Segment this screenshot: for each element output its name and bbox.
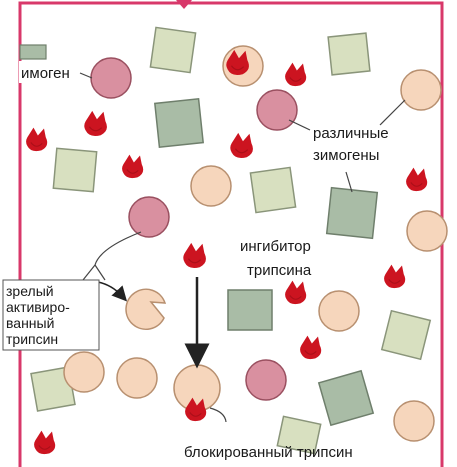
inhibitor-label: трипсина [247, 262, 312, 279]
inhibitor-icon [285, 63, 306, 86]
zymogen-square [53, 148, 96, 191]
zymogen-circle [246, 360, 286, 400]
trypsinogen-circle [394, 401, 434, 441]
inhibitor-icon [122, 155, 143, 178]
trypsinogen-circle [401, 70, 441, 110]
activation-arrow [98, 282, 122, 296]
zymogen-label: имоген [21, 65, 70, 82]
mature-trypsin-label: зрелый [6, 283, 54, 299]
zymogen-circle [91, 58, 131, 98]
inhibitor-icon [406, 168, 427, 191]
inhibitor-icon [26, 128, 47, 151]
trypsinogen-circle [64, 352, 104, 392]
zymogen-square [328, 33, 370, 75]
various-zymogens-label: различные [313, 125, 389, 142]
trypsinogen-circle [407, 211, 447, 251]
zymogen-circle [129, 197, 169, 237]
trypsinogen-circle [319, 291, 359, 331]
inhibitor-icon [84, 111, 107, 136]
mature-trypsin-label: ванный [6, 315, 54, 331]
inhibitor-icon [230, 133, 253, 158]
blocked-trypsin-label: блокированный трипсин [184, 444, 353, 461]
trypsinogen-circle [117, 358, 157, 398]
mature-trypsin-label: активиро- [6, 299, 70, 315]
inhibitor-icon [285, 281, 306, 304]
zymogen-square [20, 45, 46, 59]
zymogen-square [155, 99, 203, 147]
inhibitor-label: ингибитор [240, 238, 311, 255]
blocked-trypsin-circle [174, 365, 220, 411]
zymogen-square [250, 167, 295, 212]
mature-trypsin-label: трипсин [6, 331, 58, 347]
zymogen-square [150, 27, 195, 72]
inhibitor-icon [34, 431, 55, 454]
inhibitor-icon [300, 336, 321, 359]
zymogen-square [228, 290, 272, 330]
inhibitor-icon [183, 243, 206, 268]
zymogen-square [327, 188, 378, 239]
zymogen-circle [257, 90, 297, 130]
zymogen-square [319, 371, 373, 425]
various-zymogens-label: зимогены [313, 147, 379, 164]
active-trypsin-shape [126, 289, 165, 329]
zymogen-square [382, 311, 430, 359]
inhibitor-icon [384, 265, 405, 288]
trypsinogen-circle [191, 166, 231, 206]
